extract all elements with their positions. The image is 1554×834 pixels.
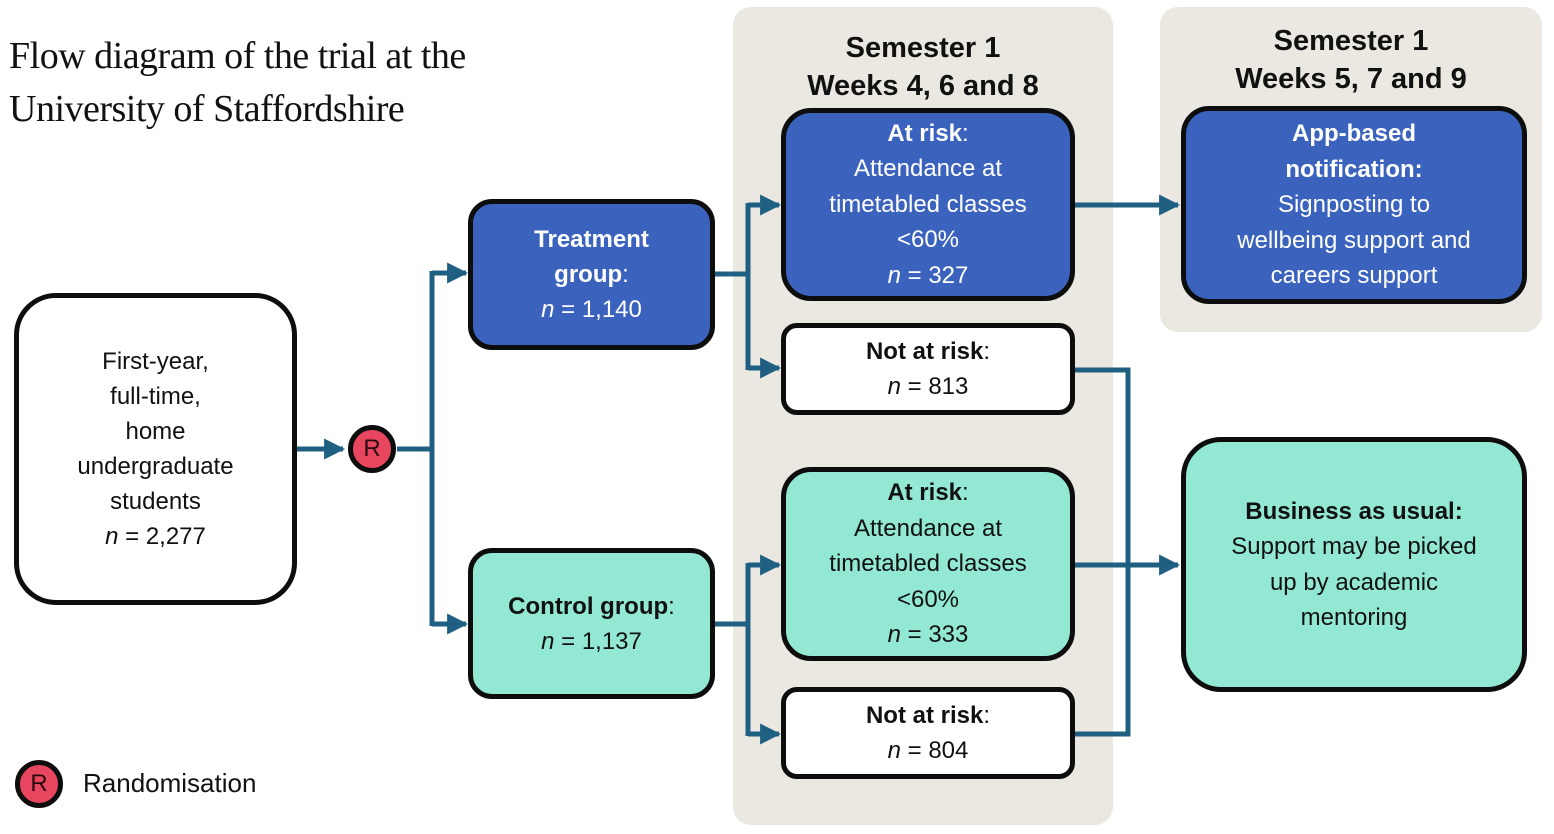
treatment-not-at-risk-count: n = 813 [887,373,969,400]
population-line: full-time, [110,383,201,410]
treatment-label: Treatment [534,226,649,253]
randomisation-symbol: R [363,435,381,462]
control-count: n = 1,137 [541,627,642,655]
panel-weeks-4-6-8-header: Semester 1 Weeks 4, 6 and 8 [733,29,1113,105]
panel-header-line-1: Semester 1 [845,32,1001,64]
diagram-title: Flow diagram of the trial at the Univers… [9,30,466,136]
treatment-group-box: Treatment group: n = 1,140 [468,199,715,350]
title-line-2: University of Staffordshire [9,88,405,130]
not-at-risk-label: Not at risk [865,338,984,365]
control-not-at-risk-box: Not at risk: n = 804 [781,687,1075,779]
treatment-not-at-risk-box: Not at risk: n = 813 [781,323,1075,415]
business-as-usual-line: Support may be picked [1231,533,1477,560]
business-as-usual-box: Business as usual: Support may be picked… [1181,437,1527,692]
at-risk-criteria-line: Attendance at [853,514,1003,542]
at-risk-label: At risk [887,119,963,147]
at-risk-criteria-line: timetabled classes [829,550,1027,578]
control-at-risk-box: At risk: Attendance at timetabled classe… [781,467,1075,661]
app-notification-label: App-based [1291,120,1416,148]
connector-treatment-split [714,203,751,370]
connector-not-at-risk-merge [1073,367,1131,737]
population-line: students [110,488,201,515]
legend-randomisation-icon: R [15,760,63,808]
population-line: First-year, [102,348,209,375]
legend-label: Randomisation [83,768,257,798]
panel-header-line-2: Weeks 5, 7 and 9 [1235,63,1467,95]
population-count: n = 2,277 [105,523,206,550]
treatment-at-risk-box: At risk: Attendance at timetabled classe… [781,108,1075,301]
randomisation-node: R [348,425,396,473]
business-as-usual-line: up by academic [1269,568,1439,596]
app-notification-line: wellbeing support and [1237,226,1471,254]
control-group-box: Control group: n = 1,137 [468,548,715,699]
population-box: First-year, full-time, home undergraduat… [14,293,297,605]
business-as-usual-label: Business as usual: [1245,497,1463,525]
panel-header-line-1: Semester 1 [1273,25,1429,57]
app-notification-label: notification: [1285,155,1423,183]
at-risk-criteria-line: Attendance at [853,155,1003,183]
app-notification-line: Signposting to [1277,191,1431,219]
treatment-label: group [554,261,623,288]
app-notification-line: careers support [1270,262,1438,290]
population-line: home [125,418,186,445]
at-risk-criteria-line: <60% [896,585,960,613]
treatment-at-risk-count: n = 327 [887,261,969,289]
panel-weeks-5-7-9-header: Semester 1 Weeks 5, 7 and 9 [1160,22,1542,98]
control-label: Control group [508,592,669,620]
connector-randomisation-split [397,271,435,626]
at-risk-criteria-line: <60% [896,226,960,254]
panel-header-line-2: Weeks 4, 6 and 8 [807,70,1039,102]
population-line: undergraduate [77,453,234,480]
control-not-at-risk-count: n = 804 [887,737,969,764]
business-as-usual-line: mentoring [1300,604,1408,631]
app-notification-box: App-based notification: Signposting to w… [1181,106,1527,304]
control-at-risk-count: n = 333 [887,621,969,649]
at-risk-label: At risk [887,479,963,507]
treatment-count: n = 1,140 [541,296,642,323]
legend-symbol: R [30,770,48,797]
title-line-1: Flow diagram of the trial at the [9,35,466,77]
not-at-risk-label: Not at risk [865,702,984,729]
at-risk-criteria-line: timetabled classes [829,190,1027,218]
connector-control-split [714,563,751,736]
